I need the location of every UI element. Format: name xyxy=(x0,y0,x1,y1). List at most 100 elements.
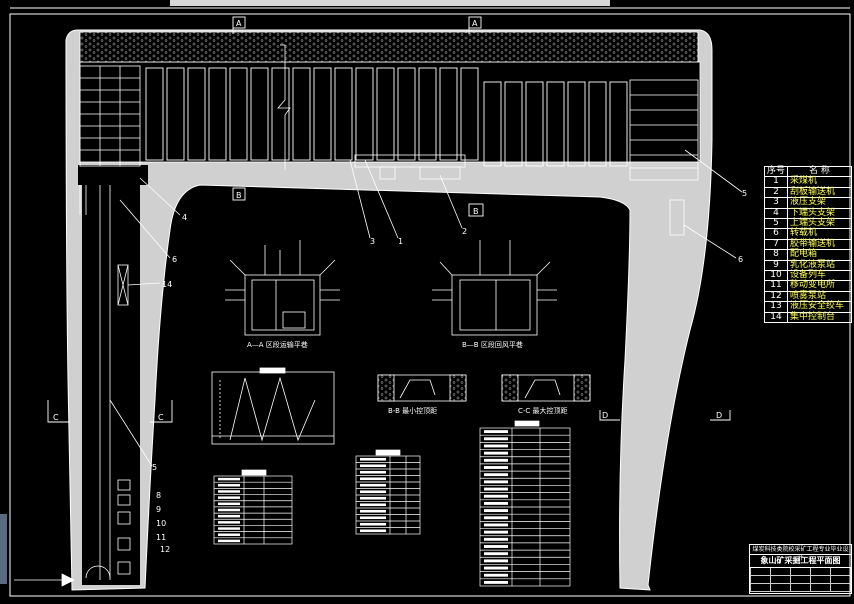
legend-item-no: 5 xyxy=(763,218,789,230)
support-unit xyxy=(460,67,479,161)
support-unit xyxy=(525,81,544,167)
gateway-equipment-train xyxy=(14,185,131,587)
support-unit xyxy=(271,67,290,161)
legend-item-no: 13 xyxy=(763,301,789,313)
support-unit xyxy=(334,67,353,161)
legend-header-no: 序号 xyxy=(763,165,789,178)
callout-number: 12 xyxy=(160,545,170,554)
legend-item-no: 12 xyxy=(763,290,789,303)
callout-number: 5 xyxy=(152,463,157,472)
legend-item-name: 液压支架 xyxy=(787,197,852,209)
support-unit xyxy=(229,67,248,161)
upper-end-support-grid xyxy=(629,79,699,181)
min-cut-diagram xyxy=(377,374,467,402)
caption-aa: A—A 区段运输平巷 xyxy=(247,340,308,349)
support-unit xyxy=(546,81,565,167)
section-bb-drawing xyxy=(432,240,557,336)
support-unit xyxy=(376,67,395,161)
caption-max-cut: C-C 最大控顶距 xyxy=(518,406,568,415)
section-marker: B xyxy=(473,207,479,216)
hydraulic-supports xyxy=(145,67,628,167)
section-marker: D xyxy=(602,411,608,420)
callout-number: 3 xyxy=(370,237,375,246)
callout-number: 11 xyxy=(156,533,166,542)
callout-number: 4 xyxy=(182,213,187,222)
cycle-operation-diagram xyxy=(211,367,335,445)
support-unit xyxy=(292,67,311,161)
callout-number: 1 xyxy=(398,237,403,246)
callout-number: 6 xyxy=(738,255,743,264)
spec-table xyxy=(355,455,421,535)
support-unit xyxy=(355,67,374,161)
caption-min-cut: B-B 最小控顶距 xyxy=(388,406,437,415)
support-unit xyxy=(588,81,607,167)
legend-header-name: 名 称 xyxy=(787,165,852,178)
legend-item-no: 11 xyxy=(763,280,789,292)
support-unit xyxy=(250,67,269,161)
legend-item-no: 4 xyxy=(763,207,789,220)
legend-item-name: 液压安全绞车 xyxy=(787,301,852,313)
callout-number: 10 xyxy=(156,519,166,528)
support-unit xyxy=(567,81,586,167)
max-cut-diagram xyxy=(501,374,591,402)
legend-item-name: 采煤机 xyxy=(787,176,852,188)
support-unit xyxy=(208,67,227,161)
support-unit xyxy=(609,81,628,167)
support-unit xyxy=(145,67,164,161)
section-marker: C xyxy=(158,413,164,422)
support-unit xyxy=(418,67,437,161)
legend-item-no: 10 xyxy=(763,270,789,282)
support-unit xyxy=(166,67,185,161)
legend-item-name: 移动变电所 xyxy=(787,280,852,292)
callout-number: 2 xyxy=(462,227,467,236)
legend-item-name: 下端头支架 xyxy=(787,207,852,220)
legend-item-no: 3 xyxy=(763,197,789,209)
support-unit xyxy=(483,81,502,167)
section-marker: C xyxy=(53,413,59,422)
cad-toolbar-strip xyxy=(170,0,610,6)
side-panel-grip[interactable] xyxy=(0,514,7,584)
legend-item-no: 2 xyxy=(763,186,789,199)
title-block-school: 煤炭科技类院校采矿工程专业毕业设计 xyxy=(750,545,851,562)
title-block: 煤炭科技类院校采矿工程专业毕业设计 象山矿采掘工程平面图 xyxy=(749,544,852,594)
callout-number: 9 xyxy=(156,505,161,514)
legend-item-no: 7 xyxy=(763,238,789,251)
legend-item-no: 8 xyxy=(763,249,789,261)
title-block-title: 象山矿采掘工程平面图 xyxy=(750,555,851,568)
support-unit xyxy=(313,67,332,161)
legend-item-no: 1 xyxy=(763,176,789,188)
spec-table xyxy=(213,475,293,545)
legend-item-name: 集中控制台 xyxy=(787,311,852,324)
callout-number: 5 xyxy=(742,189,747,198)
caption-bb: B—B 区段回风平巷 xyxy=(462,340,523,349)
legend-item-no: 9 xyxy=(763,259,789,272)
callout-number: 6 xyxy=(172,255,177,264)
legend-item-name: 乳化液泵站 xyxy=(787,259,852,272)
section-aa-drawing xyxy=(225,240,340,336)
section-marker: A xyxy=(472,19,478,28)
section-marker: B xyxy=(236,191,242,200)
legend-item-name: 配电箱 xyxy=(787,249,852,261)
support-unit xyxy=(397,67,416,161)
legend-item-name: 胶带输送机 xyxy=(787,238,852,251)
spec-table xyxy=(479,427,571,587)
legend-item-no: 14 xyxy=(763,311,789,324)
legend-item-name: 上端头支架 xyxy=(787,218,852,230)
title-block-grid xyxy=(750,568,851,592)
callout-number: 8 xyxy=(156,491,161,500)
support-unit xyxy=(439,67,458,161)
technical-tables xyxy=(213,420,571,587)
support-unit xyxy=(187,67,206,161)
callout-number: 14 xyxy=(162,280,172,289)
legend-item-no: 6 xyxy=(763,228,789,240)
